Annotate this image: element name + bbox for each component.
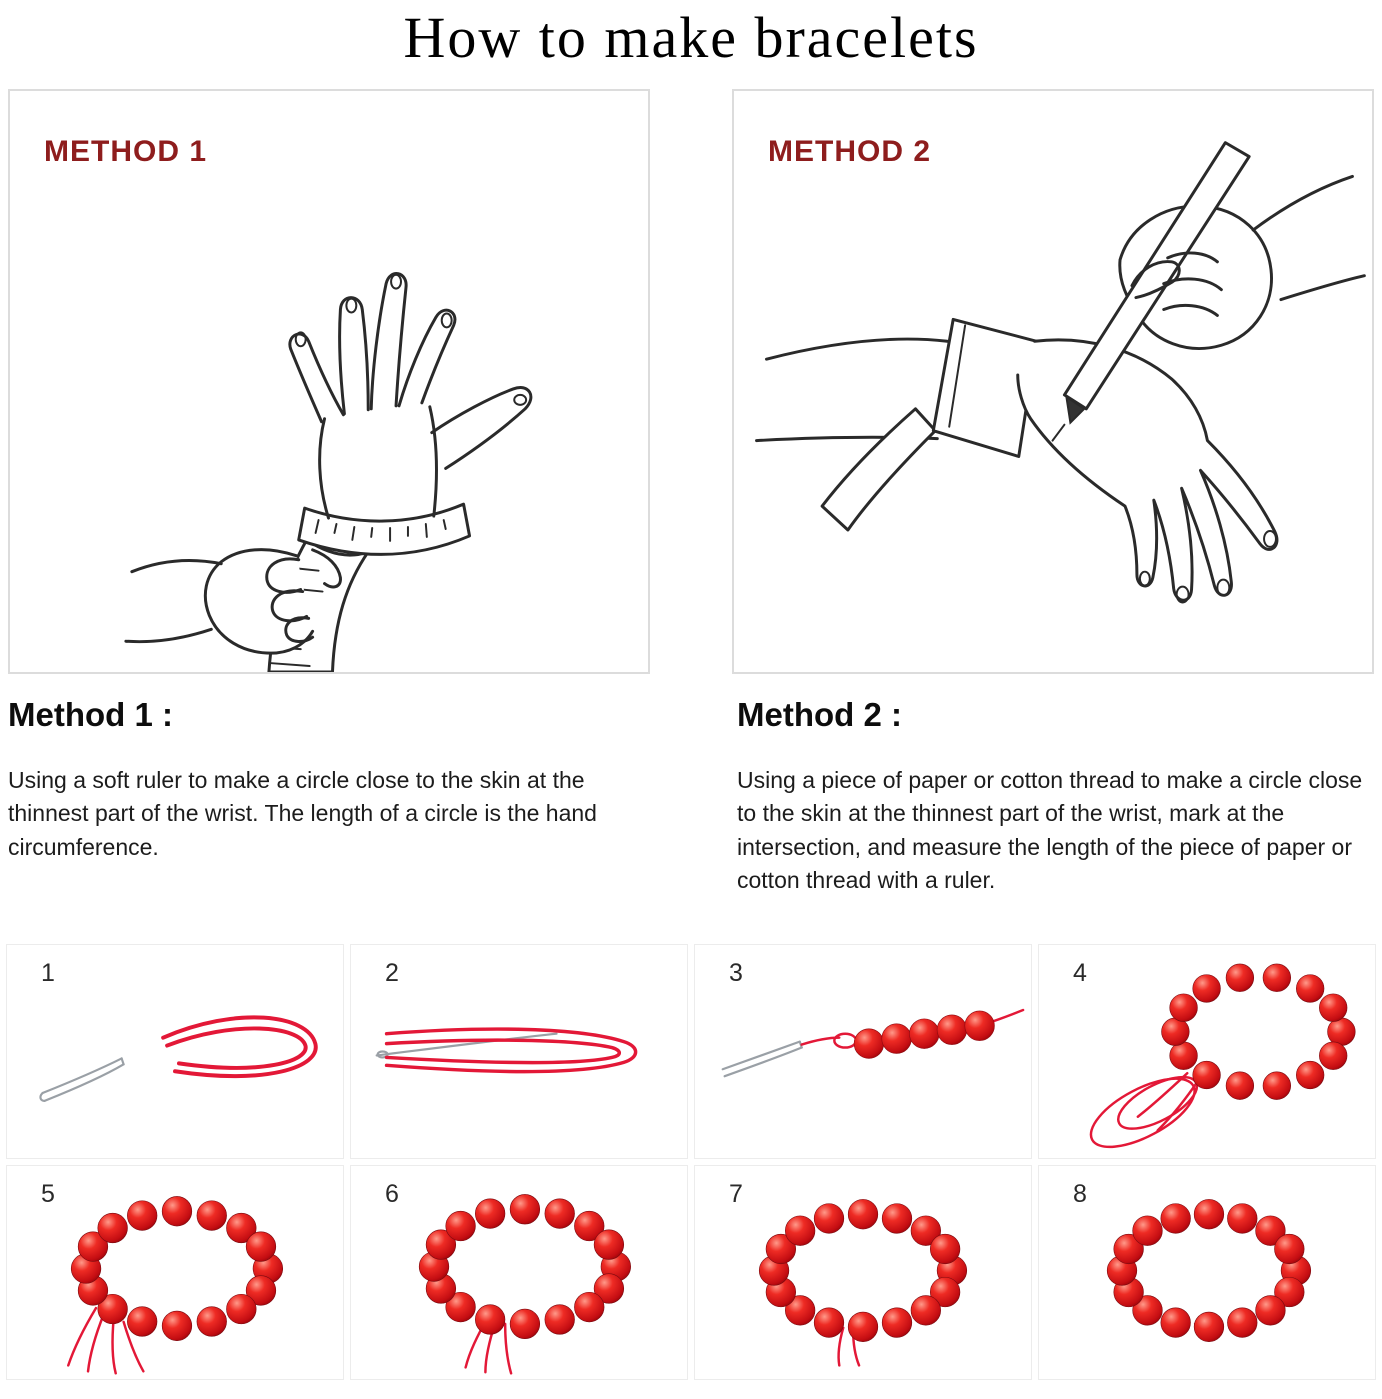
hand-measuring-tape-illustration: [124, 272, 533, 672]
method-1-text: Using a soft ruler to make a circle clos…: [8, 767, 597, 860]
method-1-heading: Method 1 :: [8, 696, 173, 733]
step-cell-2: 2: [350, 944, 688, 1159]
step-6-photo: [418, 1194, 631, 1375]
method-2-drawing: [755, 141, 1366, 604]
method-2-panel: METHOD 2: [732, 89, 1374, 674]
method-description-row: Method 1 : Using a soft ruler to make a …: [0, 696, 1382, 944]
wrist-tape-cuff: [297, 502, 472, 556]
method-2-panel-label: METHOD 2: [768, 135, 932, 168]
step-number: 1: [41, 959, 55, 987]
step-4-photo: [1089, 963, 1356, 1149]
step-cell-6: 6: [350, 1165, 688, 1380]
step-number: 5: [41, 1180, 55, 1208]
open-hand-drawing: [288, 272, 533, 520]
step-8-photo: [1106, 1199, 1312, 1342]
step-number: 6: [385, 1180, 399, 1208]
method-1-description-block: Method 1 : Using a soft ruler to make a …: [8, 696, 645, 944]
finger-curl-lines: [1130, 251, 1223, 317]
step-1-photo: [39, 1015, 318, 1102]
needle-icon: [721, 1040, 803, 1078]
paper-strip: [820, 317, 1039, 532]
step-number: 4: [1073, 959, 1087, 987]
step-cell-4: 4: [1038, 944, 1376, 1159]
folded-red-cord: [384, 1027, 638, 1074]
method-2-text: Using a piece of paper or cotton thread …: [737, 767, 1363, 894]
step-cell-5: 5: [6, 1165, 344, 1380]
step-5-photo: [67, 1196, 284, 1375]
step-3-photo: [721, 1008, 1025, 1078]
hand-marking-pen-illustration: [755, 141, 1366, 604]
red-cord-loop: [161, 1015, 318, 1079]
step-number: 8: [1073, 1180, 1087, 1208]
step-cell-7: 7: [694, 1165, 1032, 1380]
step-number: 2: [385, 959, 399, 987]
method-1-panel: METHOD 1: [8, 89, 650, 674]
step-number: 7: [729, 1180, 743, 1208]
steps-grid: 1 2: [0, 944, 1382, 1380]
step-2-photo: [375, 1027, 638, 1074]
pen-drawing: [1051, 141, 1251, 442]
method-2-heading: Method 2 :: [737, 696, 902, 733]
grabbing-hand-drawing: [124, 548, 342, 655]
step-cell-3: 3: [694, 944, 1032, 1159]
step-cell-8: 8: [1038, 1165, 1376, 1380]
needle-icon: [375, 1032, 558, 1059]
method-1-drawing: [124, 272, 533, 672]
step-7-photo: [758, 1199, 968, 1367]
method-illustration-row: METHOD 1: [0, 89, 1382, 674]
method-2-description-block: Method 2 : Using a piece of paper or cot…: [737, 696, 1374, 944]
thread-loops: [1089, 1072, 1201, 1149]
step-cell-1: 1: [6, 944, 344, 1159]
bead-strand: [853, 1010, 995, 1059]
needle-icon: [39, 1057, 125, 1102]
page-title: How to make bracelets: [403, 5, 979, 70]
step-number: 3: [729, 959, 743, 987]
method-1-panel-label: METHOD 1: [44, 135, 208, 168]
bracelet-instructions-infographic: How to make bracelets METHOD 1: [0, 4, 1382, 1380]
pointing-hand-drawing: [1016, 338, 1279, 604]
